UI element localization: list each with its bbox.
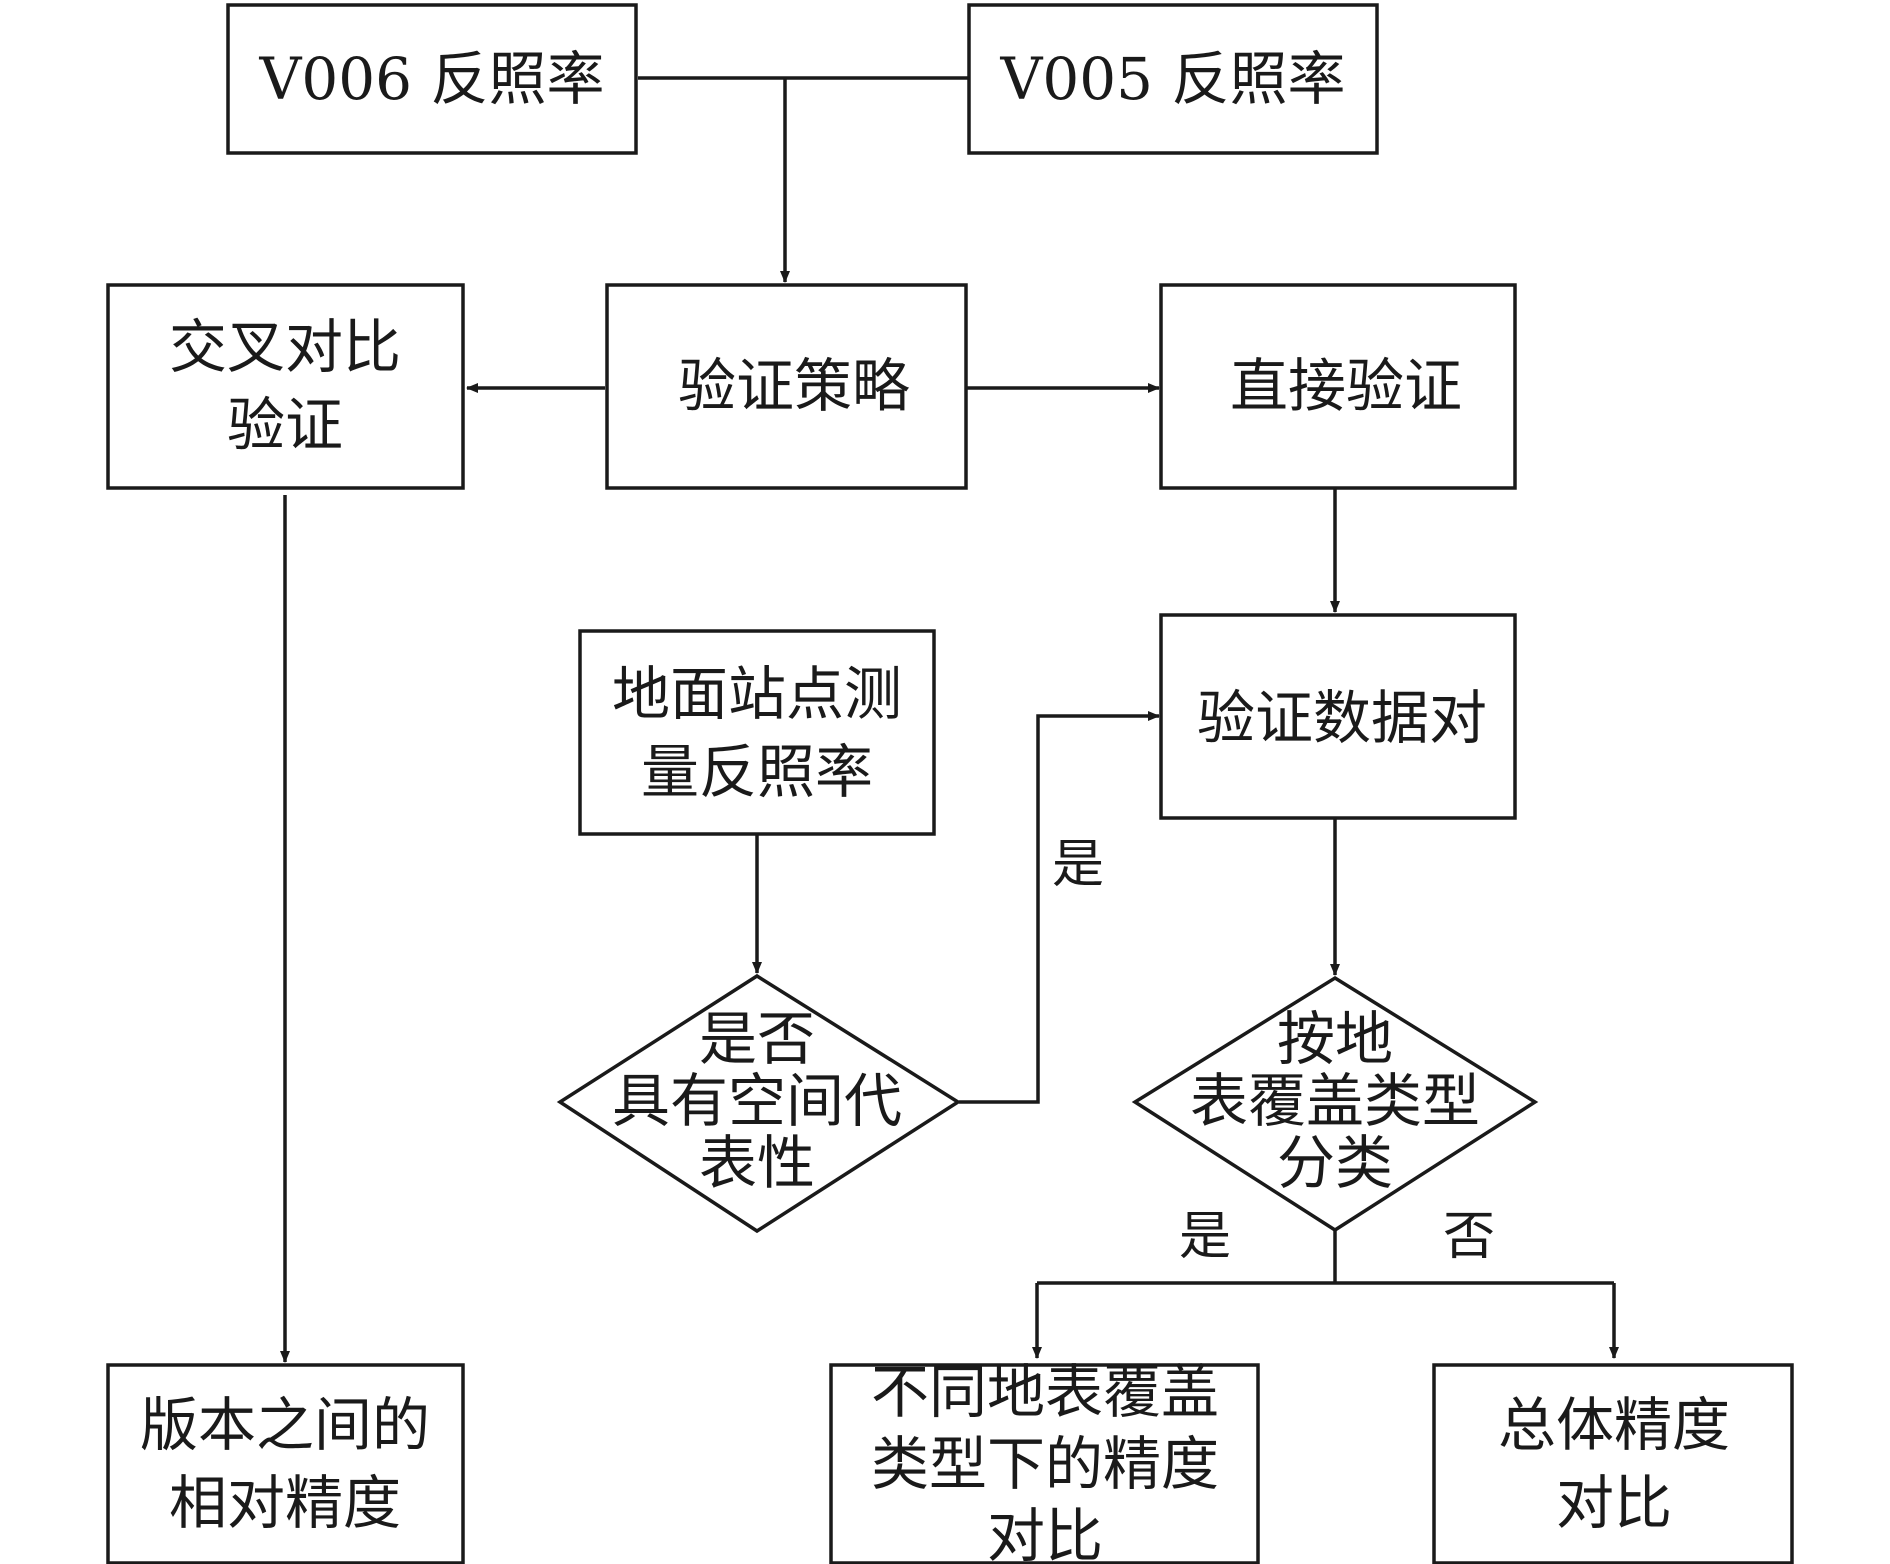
node-label-line: 量反照率 <box>641 738 873 806</box>
svg-text:版本之间的相对精度: 版本之间的相对精度 <box>140 1391 430 1537</box>
node-label-line: 具有空间代 <box>612 1067 902 1135</box>
svg-text:验证策略: 验证策略 <box>678 352 910 420</box>
node-label-line: 表覆盖类型 <box>1190 1067 1480 1135</box>
svg-text:地面站点测量反照率: 地面站点测量反照率 <box>612 660 902 806</box>
svg-text:总体精度对比: 总体精度对比 <box>1498 1391 1730 1537</box>
label-spatial-yes: 是 <box>1052 835 1104 895</box>
node-label-line: 表性 <box>699 1129 815 1197</box>
svg-text:按地表覆盖类型分类: 按地表覆盖类型分类 <box>1190 1005 1480 1197</box>
svg-text:直接验证: 直接验证 <box>1230 352 1462 420</box>
node-label-line: 类型下的精度 <box>871 1430 1219 1498</box>
node-cross-validation: 交叉对比验证 <box>106 283 465 490</box>
node-label-line: 版本之间的 <box>140 1391 430 1459</box>
node-label-line: 地面站点测 <box>612 660 902 728</box>
node-label-line: 验证数据对 <box>1197 684 1487 752</box>
connectors <box>280 76 1619 1363</box>
node-relative-accuracy: 版本之间的相对精度 <box>106 1363 465 1564</box>
node-label-line: 对比 <box>987 1502 1103 1564</box>
node-label-line: 直接验证 <box>1230 352 1462 420</box>
arrow-yes-to-pairs <box>959 711 1160 1104</box>
node-strategy: 验证策略 <box>605 283 968 490</box>
node-overall-accuracy: 总体精度对比 <box>1432 1363 1794 1564</box>
node-label-line: 相对精度 <box>169 1469 401 1537</box>
node-label-line: 总体精度 <box>1498 1391 1730 1459</box>
svg-text:交叉对比验证: 交叉对比验证 <box>169 313 401 459</box>
decision-spatial-representativeness: 是否具有空间代表性 <box>556 973 962 1234</box>
svg-text:是否具有空间代表性: 是否具有空间代表性 <box>612 1005 902 1197</box>
svg-text:V005 反照率: V005 反照率 <box>999 45 1345 113</box>
node-ground-albedo: 地面站点测量反照率 <box>578 629 936 836</box>
label-classify-no: 否 <box>1443 1207 1495 1267</box>
node-v006: V006 反照率 <box>226 3 638 155</box>
node-label-line: V005 反照率 <box>999 45 1345 113</box>
node-label-line: 是否 <box>699 1005 815 1073</box>
decision-classify-land-cover: 按地表覆盖类型分类 <box>1131 975 1539 1233</box>
node-label-line: 按地 <box>1277 1005 1393 1073</box>
node-direct-validation: 直接验证 <box>1159 283 1517 490</box>
node-label-line: 不同地表覆盖 <box>871 1358 1219 1426</box>
node-label-line: 验证策略 <box>678 352 910 420</box>
node-label-line: 验证 <box>227 391 343 459</box>
label-classify-yes: 是 <box>1179 1207 1231 1267</box>
node-v005: V005 反照率 <box>967 3 1379 155</box>
node-label-line: 交叉对比 <box>169 313 401 381</box>
node-label-line: 对比 <box>1556 1469 1672 1537</box>
node-accuracy-by-type: 不同地表覆盖类型下的精度对比 <box>829 1358 1260 1564</box>
svg-text:V006 反照率: V006 反照率 <box>258 45 604 113</box>
node-label-line: 分类 <box>1277 1129 1393 1197</box>
node-label-line: V006 反照率 <box>258 45 604 113</box>
svg-text:验证数据对: 验证数据对 <box>1197 684 1487 752</box>
svg-text:不同地表覆盖类型下的精度对比: 不同地表覆盖类型下的精度对比 <box>871 1358 1219 1564</box>
node-validation-pairs: 验证数据对 <box>1159 613 1517 820</box>
